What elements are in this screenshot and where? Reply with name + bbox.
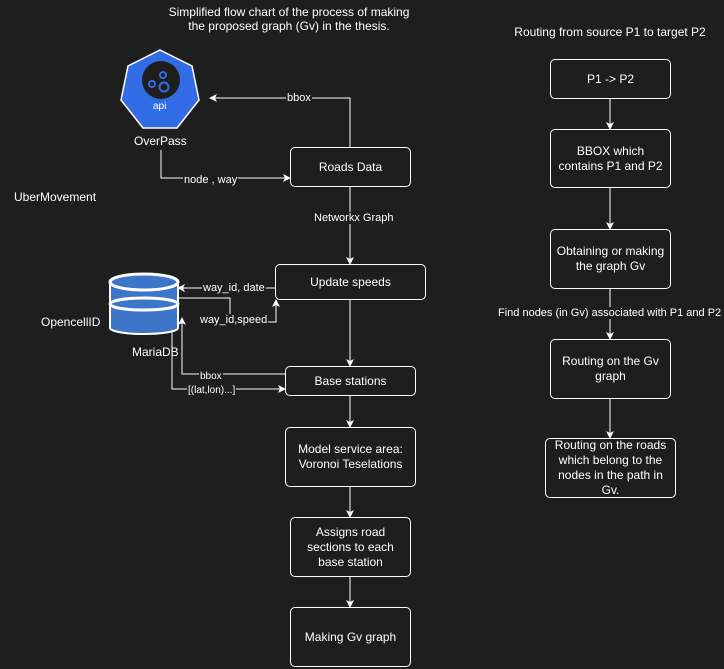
title-left: Simplified flow chart of the process of … [168, 5, 410, 33]
mariadb-label: MariaDB [132, 345, 179, 359]
node-base-stations[interactable]: Base stations [285, 366, 416, 396]
node-bbox-contains[interactable]: BBOX which contains P1 and P2 [550, 129, 671, 188]
edge-label-way-id-date: way_id, date [202, 282, 266, 294]
node-routing-roads[interactable]: Routing on the roads which belong to the… [545, 438, 676, 498]
node-model-service-area[interactable]: Model service area: Voronoi Teselations [285, 427, 416, 487]
edge-node-way [160, 150, 291, 182]
overpass-api-badge: api [153, 101, 167, 112]
overpass-label: OverPass [134, 134, 187, 148]
edge-label-networkx: Networkx Graph [313, 212, 395, 224]
title-right: Routing from source P1 to target P2 [514, 25, 706, 39]
node-assigns-road-sections[interactable]: Assigns road sections to each base stati… [290, 517, 411, 577]
edge-label-bbox-bs: bbox [199, 371, 223, 383]
mariadb-icon [108, 272, 180, 335]
ubermovement-label: UberMovement [14, 190, 97, 204]
edge-bbox-top [209, 94, 351, 147]
node-roads-data[interactable]: Roads Data [290, 147, 411, 187]
node-update-speeds[interactable]: Update speeds [275, 264, 426, 300]
node-obtaining-gv[interactable]: Obtaining or making the graph Gv [550, 229, 671, 289]
edge-label-find-nodes: Find nodes (in Gv) associated with P1 an… [497, 307, 723, 319]
edge-label-way-id-speed: way_id,speed [199, 314, 269, 326]
node-making-gv[interactable]: Making Gv graph [290, 607, 411, 667]
edge-lat-lon [171, 332, 286, 393]
node-p1-p2[interactable]: P1 -> P2 [550, 59, 671, 99]
edge-label-node-way: node , way [183, 174, 239, 186]
overpass-api-icon [120, 49, 200, 129]
node-routing-gv[interactable]: Routing on the Gv graph [550, 339, 671, 399]
edge-bbox-bs [178, 317, 286, 375]
edge-label-lat-lon: [(lat,lon)...] [187, 385, 237, 397]
edge-label-bbox-top: bbox [286, 92, 312, 104]
opencellid-label: OpencellID [41, 315, 101, 329]
